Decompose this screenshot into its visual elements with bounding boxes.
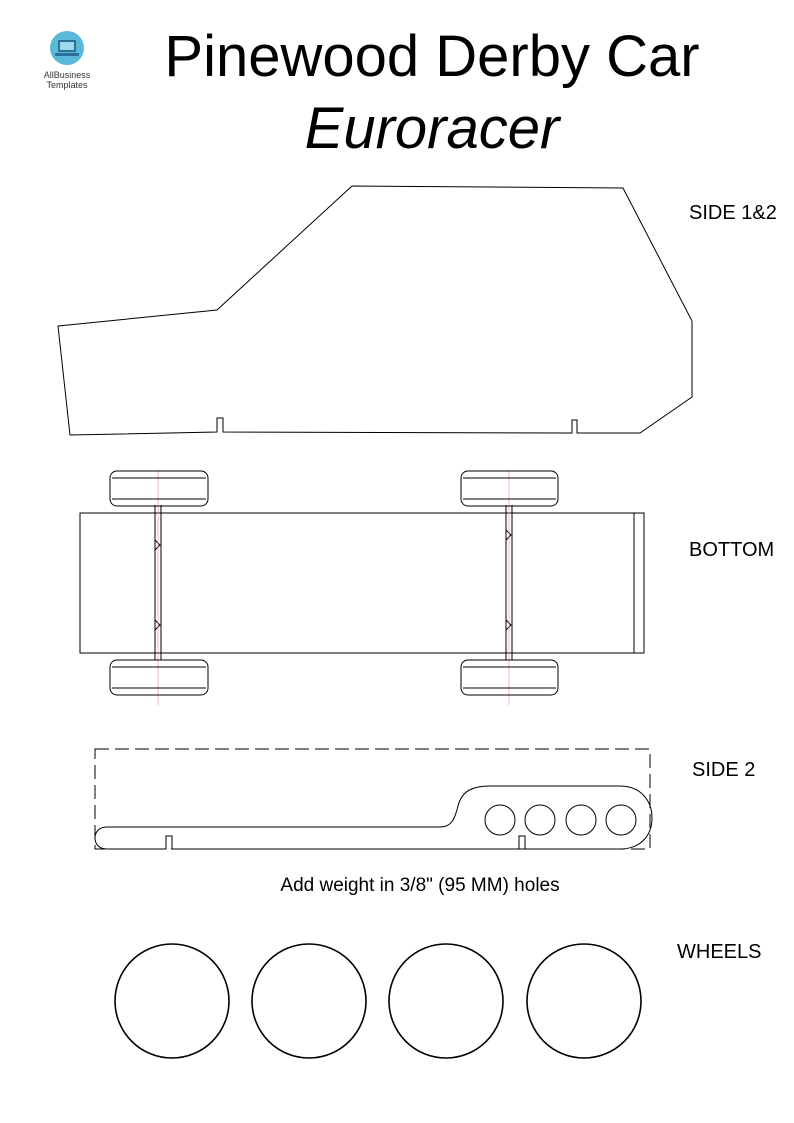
wheel-circle-1 [114, 943, 230, 1059]
logo: AllBusiness Templates [36, 30, 98, 90]
logo-text-line1: AllBusiness [43, 70, 91, 80]
page-subtitle: Euroracer [304, 96, 560, 161]
label-side-2: SIDE 2 [692, 759, 756, 781]
logo-text-line2: Templates [46, 80, 88, 90]
weight-hole-3 [565, 804, 597, 836]
laptop-icon [50, 31, 84, 65]
weight-hole-4 [605, 804, 637, 836]
wheel-circle-3 [388, 943, 504, 1059]
bottom-body [79, 512, 645, 654]
bottom-view [79, 470, 645, 705]
label-wheels: WHEELS [677, 941, 762, 963]
page-title: Pinewood Derby Car [164, 24, 700, 89]
front-axle [154, 470, 162, 705]
wheel-rear-top [460, 470, 559, 507]
weight-caption: Add weight in 3/8" (95 MM) holes [280, 875, 560, 896]
wheel-front-top [109, 470, 209, 507]
wheel-front-bottom [109, 659, 209, 696]
rear-axle [505, 470, 513, 705]
weight-hole-2 [524, 804, 556, 836]
side-2-dashed-outline [94, 748, 651, 850]
side-2-view [94, 748, 653, 850]
wheel-circle-4 [526, 943, 642, 1059]
label-side-1-2: SIDE 1&2 [689, 202, 777, 224]
side-2-profile [94, 785, 653, 850]
side-profile [57, 185, 693, 436]
wheel-circle-2 [251, 943, 367, 1059]
weight-hole-1 [484, 804, 516, 836]
wheels-row [114, 943, 642, 1059]
label-bottom: BOTTOM [689, 539, 775, 561]
wheel-rear-bottom [460, 659, 559, 696]
